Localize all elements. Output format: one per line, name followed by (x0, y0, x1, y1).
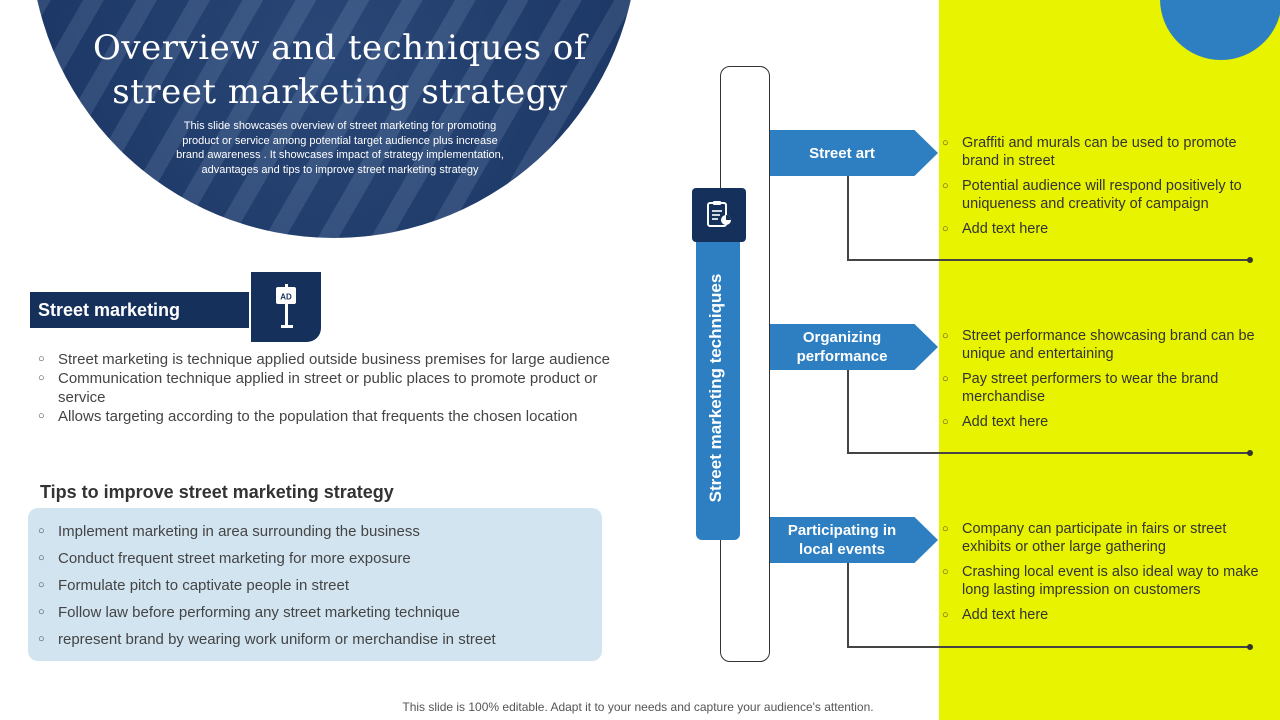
technique-arrow-organizing-performance: Organizing performance (770, 324, 938, 370)
technique-name: Participating in local events (787, 522, 897, 558)
connector-line (847, 370, 849, 453)
list-item: Crashing local event is also ideal way t… (942, 563, 1262, 599)
subtitle-line: advantages and tips to improve street ma… (201, 163, 479, 176)
list-item: Add text here (942, 606, 1262, 624)
street-marketing-bullets: Street marketing is technique applied ou… (38, 350, 628, 426)
technique-points-local-events: Company can participate in fairs or stre… (942, 520, 1262, 631)
tips-heading: Tips to improve street marketing strateg… (40, 482, 394, 502)
techniques-icon-box (692, 188, 746, 242)
list-item: Communication technique applied in stree… (38, 369, 628, 407)
slide-title: Overview and techniques of street market… (60, 26, 620, 114)
connector-line (847, 176, 849, 260)
title-line-1: Overview and techniques of (93, 28, 587, 68)
list-item: Allows targeting according to the popula… (38, 407, 628, 426)
list-item: Formulate pitch to captivate people in s… (38, 572, 598, 599)
street-marketing-heading: Street marketing (30, 292, 252, 328)
connector-dot (1247, 644, 1253, 650)
slide-subtitle: This slide showcases overview of street … (150, 119, 530, 177)
list-item: Potential audience will respond positive… (942, 177, 1262, 213)
title-line-2: street marketing strategy (112, 72, 568, 112)
list-item: Follow law before performing any street … (38, 599, 598, 626)
technique-name: Street art (809, 144, 875, 162)
list-item: Add text here (942, 413, 1262, 431)
header-half-disc (30, 0, 638, 238)
techniques-label: Street marketing techniques (706, 273, 725, 503)
list-item: Implement marketing in area surrounding … (38, 518, 598, 545)
subtitle-line: This slide showcases overview of street … (183, 120, 497, 132)
technique-arrow-street-art: Street art (770, 130, 938, 176)
connector-dot (1247, 450, 1253, 456)
header-background-photo (30, 0, 638, 238)
connector-dot (1247, 257, 1253, 263)
ad-lamp-post-icon: AD (276, 284, 296, 328)
list-item: Conduct frequent street marketing for mo… (38, 545, 598, 572)
technique-name: Organizing performance (796, 329, 888, 365)
clipboard-chart-icon (707, 201, 731, 227)
street-marketing-icon-box: AD (249, 272, 321, 342)
connector-line (847, 259, 1251, 261)
connector-line (847, 452, 1251, 454)
techniques-pill-outline (720, 66, 770, 662)
techniques-pill (696, 236, 740, 540)
list-item: Street marketing is technique applied ou… (38, 350, 628, 369)
technique-points-street-art: Graffiti and murals can be used to promo… (942, 134, 1262, 245)
list-item: represent brand by wearing work uniform … (38, 626, 598, 653)
tips-list: Implement marketing in area surrounding … (38, 518, 598, 653)
connector-line (847, 563, 849, 647)
connector-line (847, 646, 1251, 648)
technique-points-organizing-performance: Street performance showcasing brand can … (942, 327, 1262, 438)
list-item: Graffiti and murals can be used to promo… (942, 134, 1262, 170)
list-item: Add text here (942, 220, 1262, 238)
footer-note: This slide is 100% editable. Adapt it to… (402, 700, 874, 714)
technique-arrow-local-events: Participating in local events (770, 517, 938, 563)
svg-text:AD: AD (280, 293, 292, 302)
list-item: Company can participate in fairs or stre… (942, 520, 1262, 556)
list-item: Pay street performers to wear the brand … (942, 370, 1262, 406)
list-item: Street performance showcasing brand can … (942, 327, 1262, 363)
subtitle-line: product or service among potential targe… (182, 134, 498, 147)
subtitle-line: brand awareness . It showcases impact of… (176, 149, 504, 161)
